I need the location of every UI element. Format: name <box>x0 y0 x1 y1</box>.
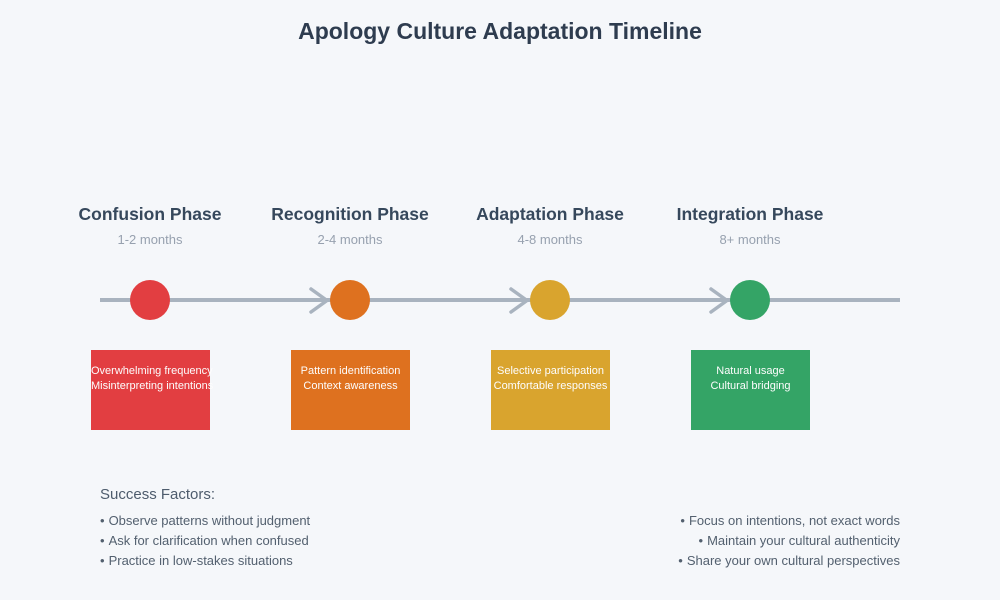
behavior-text: Comfortable responses <box>493 380 608 392</box>
success-factors-heading: Success Factors: <box>100 486 216 503</box>
success-factors-right-list: •Focus on intentions, not exact words •M… <box>500 511 900 571</box>
phase-duration: 1-2 months <box>117 232 183 247</box>
phase-dot-integration <box>730 280 770 320</box>
list-item: •Ask for clarification when confused <box>100 531 310 551</box>
timeline-line <box>100 298 900 302</box>
bullet-marker: • <box>100 513 105 528</box>
phase-column-integration: Integration Phase 8+ months <box>640 204 860 247</box>
behavior-text: Natural usage <box>716 365 785 377</box>
phase-name: Confusion Phase <box>78 204 222 224</box>
list-item: •Maintain your cultural authenticity <box>500 531 901 551</box>
phase-dot-adaptation <box>530 280 570 320</box>
phase-name: Recognition Phase <box>271 204 429 224</box>
list-item-text: Observe patterns without judgment <box>108 513 311 528</box>
phase-behaviors-box-integration: Natural usage Cultural bridging <box>691 350 810 430</box>
list-item-text: Practice in low-stakes situations <box>108 553 293 568</box>
bullet-marker: • <box>680 513 685 528</box>
bullet-marker: • <box>678 553 683 568</box>
behavior-text: Context awareness <box>303 380 398 392</box>
phase-name: Adaptation Phase <box>476 204 624 224</box>
bullet-marker: • <box>100 533 105 548</box>
phase-column-adaptation: Adaptation Phase 4-8 months <box>440 204 660 247</box>
phase-behaviors-box-adaptation: Selective participation Comfortable resp… <box>491 350 610 430</box>
list-item: •Observe patterns without judgment <box>100 511 310 531</box>
phase-dot-confusion <box>130 280 170 320</box>
list-item-text: Maintain your cultural authenticity <box>707 533 900 548</box>
success-factors-left-list: •Observe patterns without judgment •Ask … <box>100 511 310 571</box>
phase-dot-recognition <box>330 280 370 320</box>
phase-name: Integration Phase <box>676 204 824 224</box>
list-item: •Practice in low-stakes situations <box>100 551 310 571</box>
arrow-right-icon <box>709 287 729 314</box>
list-item: •Focus on intentions, not exact words <box>500 511 900 531</box>
phase-duration: 2-4 months <box>317 232 383 247</box>
list-item-text: Share your own cultural perspectives <box>686 553 900 568</box>
behavior-text: Overwhelming frequency <box>91 365 213 377</box>
list-item-text: Ask for clarification when confused <box>108 533 309 548</box>
phase-duration: 8+ months <box>719 232 781 247</box>
phase-column-confusion: Confusion Phase 1-2 months <box>40 204 260 247</box>
behavior-text: Misinterpreting intentions <box>91 380 214 392</box>
list-item-text: Focus on intentions, not exact words <box>688 513 900 528</box>
behavior-text: Cultural bridging <box>710 380 791 392</box>
phase-column-recognition: Recognition Phase 2-4 months <box>240 204 460 247</box>
phase-behaviors-box-confusion: Overwhelming frequency Misinterpreting i… <box>91 350 214 430</box>
phase-duration: 4-8 months <box>517 232 583 247</box>
list-item: •Share your own cultural perspectives <box>500 551 900 571</box>
phase-behaviors-box-recognition: Pattern identification Context awareness <box>291 350 410 430</box>
arrow-right-icon <box>309 287 329 314</box>
behavior-text: Pattern identification <box>300 365 401 377</box>
bullet-marker: • <box>100 553 105 568</box>
page-title: Apology Culture Adaptation Timeline <box>298 18 702 44</box>
behavior-text: Selective participation <box>496 365 604 377</box>
bullet-marker: • <box>698 533 704 548</box>
arrow-right-icon <box>509 287 529 314</box>
